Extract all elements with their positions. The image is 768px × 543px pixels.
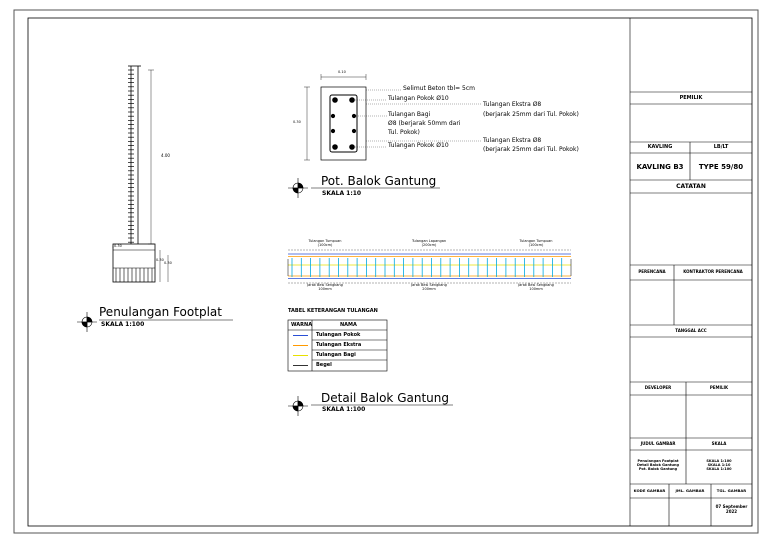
footplat-title-symbol-icon [77, 312, 233, 332]
callout-bagi-3: Tul. Pokok) [388, 129, 420, 136]
legend-row-name: Tulangan Pokok [316, 331, 361, 338]
tb-judul-gambar: JUDUL GAMBAR [640, 441, 676, 446]
tb-kavling-val: KAVLING B3 [636, 163, 684, 171]
detail-balok-drawing [287, 249, 572, 284]
tb-judul-lines: Penulangan Footplat Detail Balok Gantung… [637, 459, 679, 472]
legend-swatch [293, 344, 308, 346]
tb-jml-gambar: JML. GAMBAR [675, 488, 705, 493]
tb-tanggal-acc: TANGGAL ACC [675, 328, 707, 333]
pot-balok-width-dim: 0.10 [338, 70, 346, 74]
footplat-dim-b: 0.30 [156, 258, 164, 262]
detail-top-label-1: Tulangan Tumpuan(100cm) [308, 239, 342, 247]
callout-ekstra-top-2: (berjarak 25mm dari Tul. Pokok) [483, 111, 579, 118]
tb-kode-gambar: KODE GAMBAR [633, 488, 666, 493]
detail-balok-scale: SKALA 1:100 [322, 406, 366, 413]
legend-row-name: Tulangan Bagi [316, 351, 356, 358]
detail-top-label-2: Tulangan Lapangan(200cm) [411, 239, 447, 247]
tb-kontraktor: KONTRAKTOR PERENCANA [683, 269, 743, 274]
callout-pokok-bottom: Tulangan Pokok Ø10 [388, 142, 449, 149]
legend-row-name: Tulangan Ekstra [316, 341, 362, 348]
legend-table-grid [287, 319, 388, 372]
callout-bagi-2: Ø8 (berjarak 50mm dari [388, 120, 461, 127]
tb-developer: DEVELOPER [644, 385, 672, 390]
legend-col-nama: NAMA [340, 322, 357, 328]
tb-type-val: TYPE 59/80 [698, 163, 744, 171]
legend-swatch [293, 354, 308, 356]
footplat-dim-c: 0.30 [164, 261, 172, 265]
callout-ekstra-bottom-1: Tulangan Ekstra Ø8 [483, 137, 542, 144]
callout-ekstra-top-1: Tulangan Ekstra Ø8 [483, 101, 542, 108]
tb-catatan: CATATAN [676, 183, 706, 190]
legend-col-warna: WARNA [291, 322, 313, 328]
pot-balok-title-symbol-icon [288, 178, 440, 198]
sheet-inner-border [27, 17, 753, 527]
detail-top-label-3: Tulangan Tumpuan(100cm) [519, 239, 553, 247]
footplat-height-dim: 4.00 [161, 153, 170, 158]
tb-tgl-value: 07 September 2022 [715, 504, 748, 514]
footplat-drawing [112, 65, 169, 283]
tb-pemilik-2: PEMILIK [709, 385, 729, 390]
tb-tgl-gambar: TGL. GAMBAR [716, 488, 747, 493]
tb-skala: SKALA [711, 441, 727, 446]
pot-balok-scale: SKALA 1:10 [322, 190, 362, 197]
tb-perencana: PERENCANA [638, 269, 666, 274]
footplat-scale: SKALA 1:100 [101, 321, 145, 328]
tb-skala-lines: SKALA 1:100 SKALA 1:10 SKALA 1:100 [706, 459, 732, 472]
callout-bagi-1: Tulangan Bagi [388, 111, 431, 118]
tb-lblt: LB/LT [713, 144, 729, 150]
callout-pokok-top: Tulangan Pokok Ø10 [388, 95, 449, 102]
detail-balok-title: Detail Balok Gantung [321, 391, 449, 405]
legend-title: TABEL KETERANGAN TULANGAN [288, 308, 378, 314]
sheet-outer-border [13, 9, 759, 534]
footplat-title: Penulangan Footplat [99, 305, 222, 319]
legend-row-name: Begel [316, 361, 332, 368]
legend-swatch [293, 334, 308, 336]
title-block-grid [629, 18, 752, 526]
tb-kavling: KAVLING [647, 144, 673, 150]
pot-balok-section [304, 74, 482, 161]
callout-ekstra-bottom-2: (berjarak 25mm dari Tul. Pokok) [483, 146, 579, 153]
footplat-dim-a: 0.30 [114, 244, 122, 248]
callout-selimut: Selimut Beton tbl= 5cm [403, 85, 476, 92]
tb-pemilik: PEMILIK [679, 95, 703, 101]
legend-swatch [293, 364, 308, 366]
pot-balok-height-dim: 0.30 [293, 120, 301, 124]
detail-balok-title-symbol-icon [288, 396, 453, 416]
pot-balok-title: Pot. Balok Gantung [321, 174, 437, 188]
